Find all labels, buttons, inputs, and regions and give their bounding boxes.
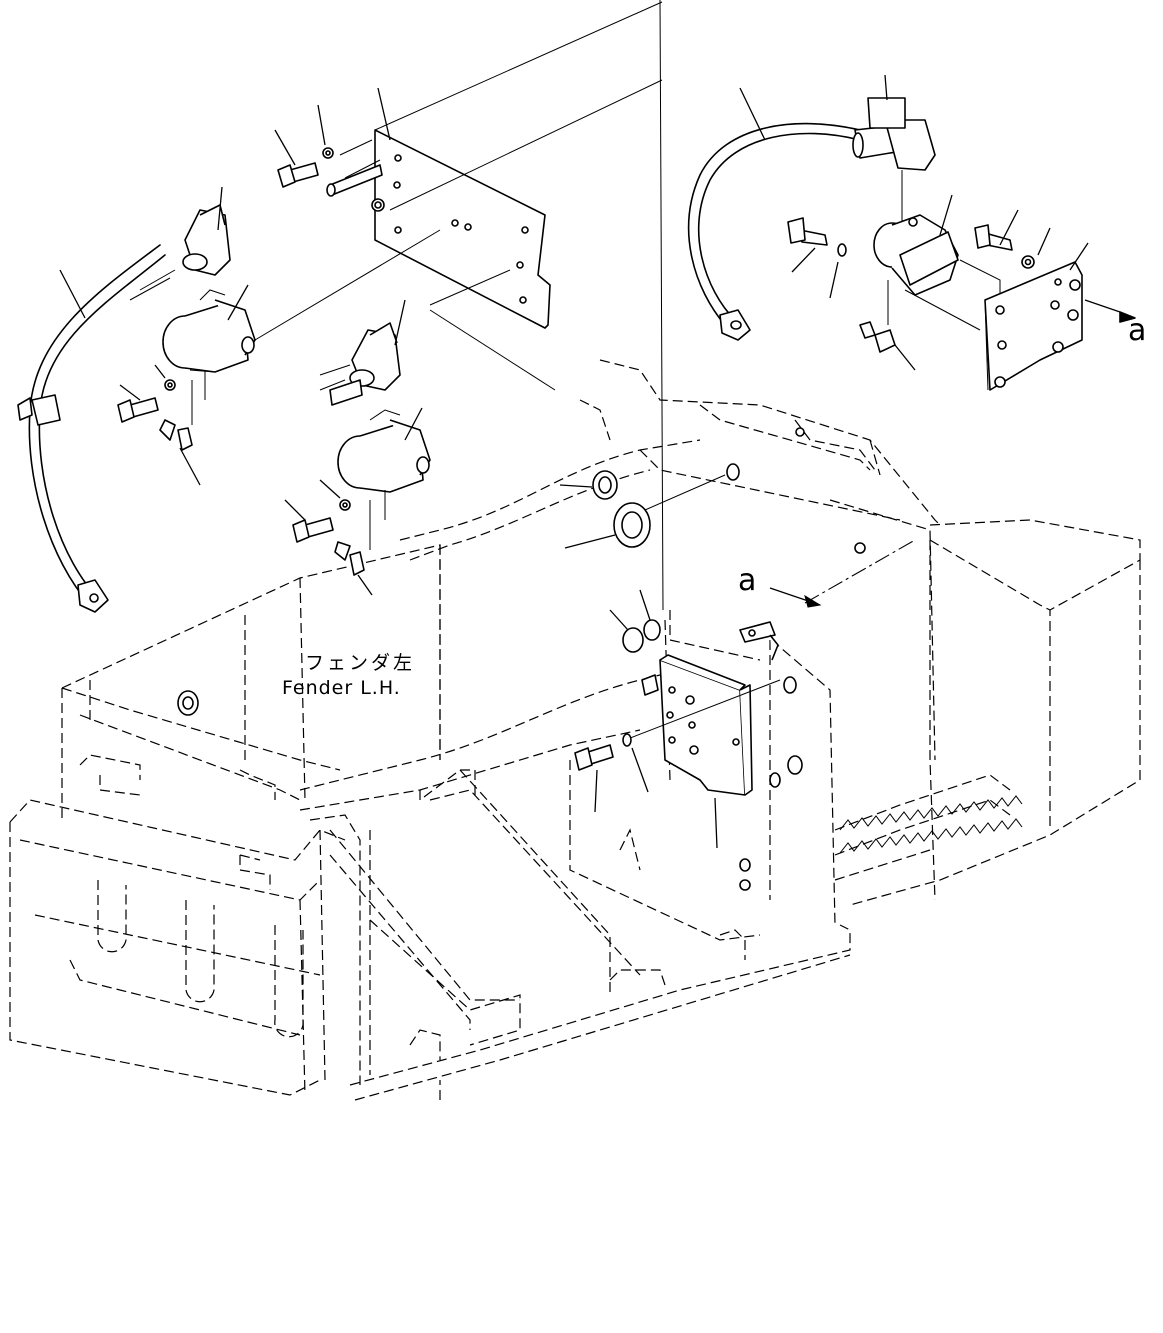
step-serration <box>834 774 1023 881</box>
fender-label-en: Fender L.H. <box>282 677 401 699</box>
battery-cable-left <box>17 244 166 613</box>
battery-cable-right <box>687 74 936 341</box>
battery-relay-right <box>787 194 1051 371</box>
battery-relay-left <box>117 284 256 486</box>
fender-label-jp: フェンダ左 <box>305 652 415 674</box>
view-ref-a-right: a <box>1128 313 1146 348</box>
mounting-plate-left <box>254 1 663 391</box>
relay-boot-left <box>129 186 231 301</box>
grommets <box>177 427 866 716</box>
view-ref-a-left: a <box>738 563 756 598</box>
battery-relay-center <box>284 299 431 596</box>
relay-bracket <box>574 621 803 891</box>
machine-frame <box>9 0 1141 1101</box>
view-arrow-a <box>769 539 916 608</box>
mounting-plate-right <box>984 242 1136 391</box>
